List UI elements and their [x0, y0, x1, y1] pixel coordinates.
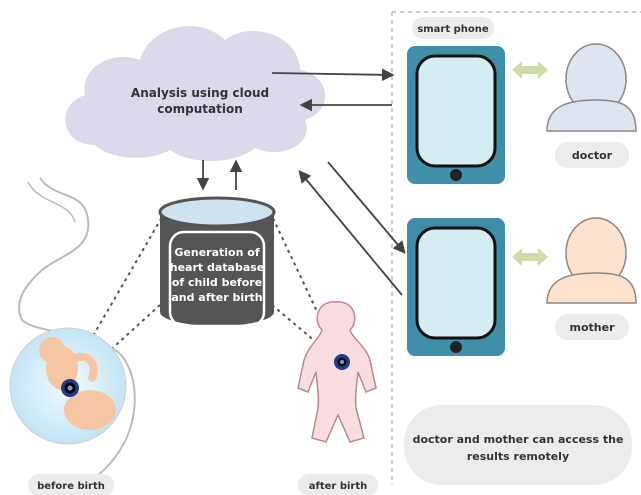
sync-arrow-mother [512, 248, 548, 266]
heart-sensor-icon [61, 379, 79, 397]
arrow-mother-phone-to-cloud [298, 170, 403, 296]
arrow-cloud-to-mother-phone [327, 161, 406, 254]
database-label-line1: Generation of [174, 246, 259, 259]
database-label-line2: heart database [170, 261, 265, 274]
mother-outline-detail [27, 181, 76, 223]
database-icon: Generation of heart database of child be… [158, 196, 276, 328]
smart-phone-label-pill: smart phone [412, 17, 494, 39]
before-birth-label-pill: before birth [28, 474, 114, 495]
smartphone-icon [407, 218, 505, 356]
smartphone-icon [407, 46, 505, 184]
doctor-label-pill: doctor [555, 142, 629, 168]
sync-arrow-doctor [512, 61, 548, 79]
arrow-cloud-to-doctor-phone [271, 68, 395, 82]
person-icon [546, 43, 637, 132]
before-birth-label: before birth [37, 481, 105, 492]
doctor-label: doctor [572, 149, 613, 162]
cloud-icon: Analysis using cloud computation [65, 26, 326, 162]
mother-belly-outline-icon [18, 177, 136, 495]
person-icon [546, 217, 637, 304]
right-panel-border [391, 11, 641, 485]
database-label-line3: of child before [172, 276, 262, 289]
mother-label-pill: mother [555, 314, 629, 340]
after-birth-label-pill: after birth [298, 474, 378, 495]
baby-icon [297, 301, 377, 443]
remote-note-line1: doctor and mother can access the [413, 433, 624, 446]
smart-phone-label: smart phone [417, 24, 489, 35]
mother-label: mother [570, 321, 616, 334]
cloud-label-line1: Analysis using cloud [131, 86, 269, 100]
remote-access-note: doctor and mother can access the results… [404, 405, 632, 485]
heart-sensor-icon [334, 354, 350, 370]
cloud-label-line2: computation [157, 102, 242, 116]
remote-note-line2: results remotely [467, 450, 569, 463]
database-label-line4: and after birth [171, 291, 262, 304]
after-birth-label: after birth [309, 481, 368, 492]
